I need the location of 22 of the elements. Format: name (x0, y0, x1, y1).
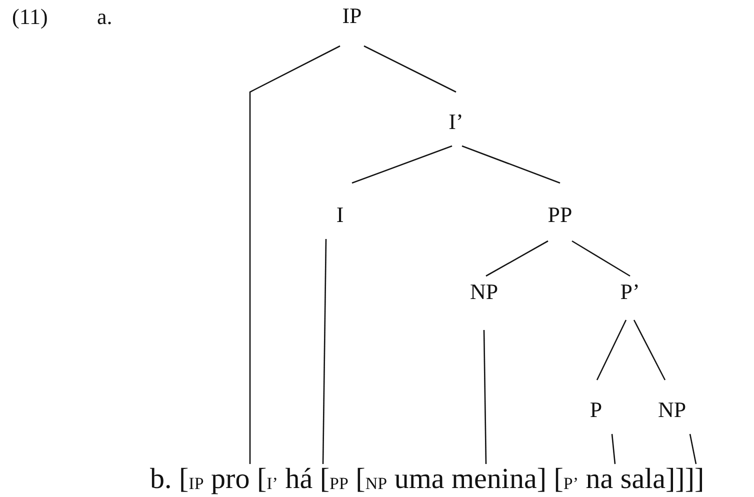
node-label: IP (342, 4, 362, 28)
tree-branch (249, 45, 340, 464)
tree-branch (486, 240, 548, 277)
tree-branch (572, 240, 630, 277)
example-number: (11) (12, 4, 48, 30)
node-label: NP (658, 398, 686, 422)
tree-branch (364, 45, 456, 93)
node-label: NP (470, 280, 498, 304)
tree-branch (352, 145, 452, 184)
node-label: PP (548, 203, 572, 227)
node-label: P (590, 398, 602, 422)
node-label: I’ (448, 110, 464, 134)
tree-branch (462, 145, 560, 184)
tree-branch (633, 320, 666, 380)
tree-branch (689, 434, 697, 464)
tree-branch (322, 239, 327, 464)
node-label: I (336, 203, 344, 227)
node-label: P’ (620, 280, 640, 304)
sub-item-letter: a. (97, 4, 112, 30)
tree-branch (596, 320, 627, 380)
tree-branch (483, 330, 487, 464)
tree-branch (611, 434, 616, 464)
